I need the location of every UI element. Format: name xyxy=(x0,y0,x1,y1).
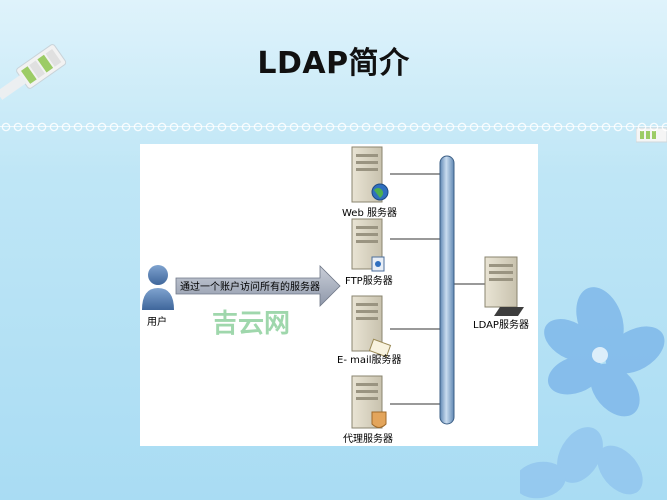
diagram-panel: 用户 通过一个账户访问所有的服务器 Web 服务器 xyxy=(140,144,538,446)
connection-lines xyxy=(390,173,485,405)
email-server-icon xyxy=(351,295,383,352)
envelope-icon xyxy=(368,338,392,358)
shield-icon xyxy=(371,411,387,428)
watermark: 吉云网 xyxy=(212,309,290,339)
email-server-label: E- mail服务器 xyxy=(337,353,402,366)
network-cable-decoration xyxy=(0,44,67,100)
ftp-server-label: FTP服务器 xyxy=(345,274,393,287)
user-icon xyxy=(142,265,174,310)
network-bus xyxy=(439,155,455,425)
ldap-server-icon xyxy=(484,256,524,316)
ldap-diagram: 用户 通过一个账户访问所有的服务器 Web 服务器 xyxy=(142,146,529,445)
proxy-server-label: 代理服务器 xyxy=(343,432,393,445)
flower-decoration xyxy=(520,287,665,499)
user-label: 用户 xyxy=(147,315,167,328)
ftp-icon xyxy=(371,256,385,272)
chain-divider xyxy=(0,121,667,133)
web-server-label: Web 服务器 xyxy=(342,206,397,219)
page-title: LDAP简介 xyxy=(257,46,410,81)
arrow-label: 通过一个账户访问所有的服务器 xyxy=(180,280,320,293)
arrow xyxy=(175,265,341,307)
ldap-server-label: LDAP服务器 xyxy=(473,318,529,331)
globe-icon xyxy=(371,183,389,201)
